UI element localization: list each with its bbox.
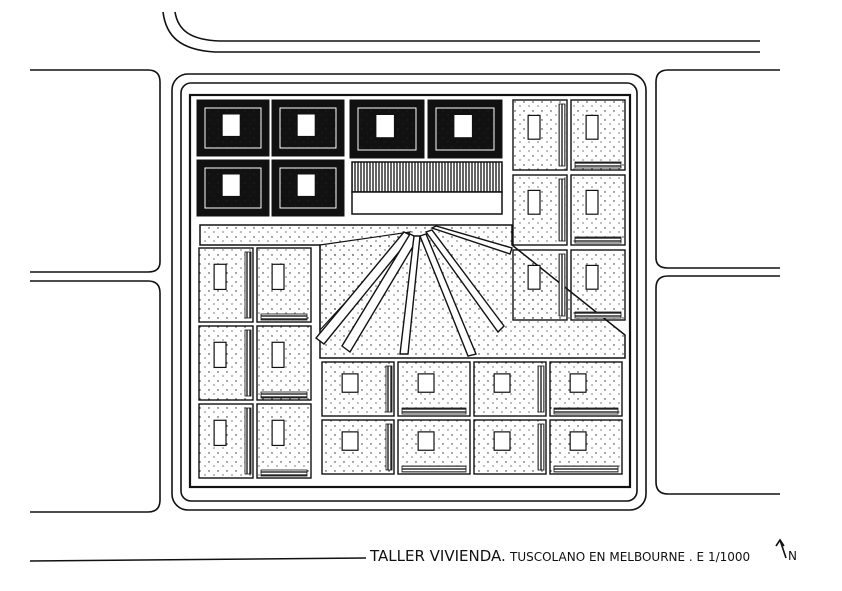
dwelling-unit-dark [427, 99, 503, 159]
caption-subtitle: TUSCOLANO EN MELBOURNE . E 1/1000 [509, 550, 750, 564]
dwelling-unit [512, 249, 568, 321]
site-boundary [188, 93, 632, 489]
dwelling-unit [570, 249, 626, 321]
surrounding-blocks [30, 11, 780, 513]
dwelling-unit [512, 99, 568, 171]
dwelling-unit [549, 419, 623, 475]
dwelling-unit-dark [196, 99, 270, 157]
housing-units [196, 99, 626, 479]
dwelling-unit [256, 247, 312, 323]
dwelling-unit [321, 361, 395, 417]
dwelling-unit [473, 361, 547, 417]
dwelling-unit [570, 174, 626, 246]
dwelling-unit-dark [271, 99, 345, 157]
dwelling-unit [549, 361, 623, 417]
north-label: N [788, 549, 797, 563]
north-arrow-icon [775, 538, 787, 559]
dwelling-unit-dark [196, 159, 270, 217]
caption-title: TALLER VIVIENDA. [369, 547, 506, 565]
dwelling-unit [473, 419, 547, 475]
dwelling-unit-dark [349, 99, 425, 159]
caption-rule [29, 557, 367, 562]
dwelling-unit [570, 99, 626, 171]
dwelling-unit [256, 325, 312, 401]
dwelling-unit [198, 325, 254, 401]
dwelling-unit [321, 419, 395, 475]
dwelling-unit [198, 247, 254, 323]
dwelling-unit-dark [271, 159, 345, 217]
dwelling-unit [198, 403, 254, 479]
dwelling-unit [397, 361, 471, 417]
hatched-hall [351, 161, 503, 215]
dwelling-unit [397, 419, 471, 475]
dwelling-unit [256, 403, 312, 479]
dwelling-unit [512, 174, 568, 246]
caption-block: TALLER VIVIENDA. TUSCOLANO EN MELBOURNE … [29, 538, 797, 565]
radial-paths [314, 225, 513, 357]
